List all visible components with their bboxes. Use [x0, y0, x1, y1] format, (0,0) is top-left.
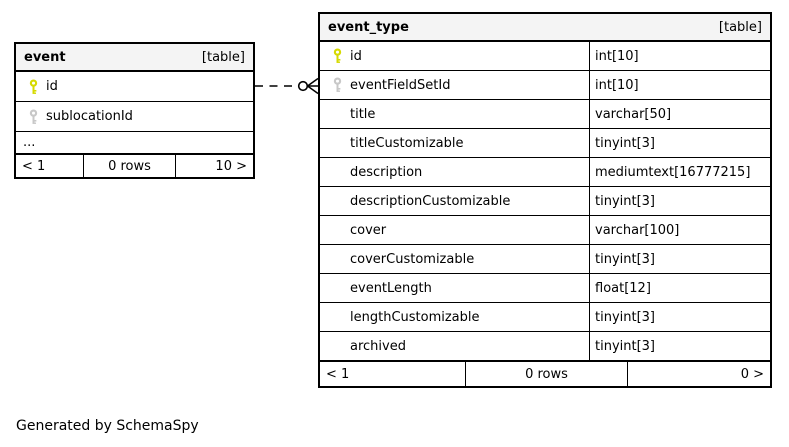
column-name: id	[350, 48, 362, 64]
table-badge: [table]	[718, 19, 762, 35]
column-row-eventFieldSetId[interactable]: eventFieldSetId int[10]	[320, 71, 770, 100]
pager-row-count: 0 rows	[83, 155, 176, 177]
column-name-cell: cover	[320, 216, 590, 244]
column-name-cell: description	[320, 158, 590, 186]
table-title[interactable]: event	[24, 49, 66, 65]
table-event-type-pager: < 1 0 rows 0 >	[320, 360, 770, 386]
pager-prev[interactable]: < 1	[326, 366, 350, 382]
column-name: ...	[23, 135, 36, 150]
foreign-key-icon	[29, 108, 38, 124]
table-event-rows: id sublocationId...	[16, 72, 253, 153]
column-name-cell: titleCustomizable	[320, 129, 590, 157]
column-name: description	[350, 164, 423, 180]
table-event-header[interactable]: event [table]	[16, 44, 253, 72]
column-name: id	[46, 79, 58, 94]
column-name: lengthCustomizable	[350, 309, 480, 325]
key-spacer	[333, 309, 342, 325]
key-spacer	[333, 164, 342, 180]
relationship-connector	[255, 77, 319, 95]
column-name-cell: id	[16, 72, 253, 101]
column-name-cell: id	[320, 42, 590, 70]
column-row-descriptionCustomizable[interactable]: descriptionCustomizable tinyint[3]	[320, 187, 770, 216]
column-row-cover[interactable]: cover varchar[100]	[320, 216, 770, 245]
table-event-pager: < 1 0 rows 10 >	[16, 153, 253, 177]
column-type: float[12]	[595, 280, 651, 296]
key-spacer	[333, 135, 342, 151]
column-name-cell: title	[320, 100, 590, 128]
column-row-eventLength[interactable]: eventLength float[12]	[320, 274, 770, 303]
key-spacer	[333, 106, 342, 122]
column-name-cell: eventLength	[320, 274, 590, 302]
column-name: archived	[350, 338, 406, 354]
zero-cardinality-circle-icon	[297, 80, 309, 92]
column-row-id[interactable]: id	[16, 72, 253, 102]
foreign-key-icon	[333, 77, 342, 92]
more-columns-row[interactable]: ...	[16, 132, 253, 153]
generated-by-caption: Generated by SchemaSpy	[16, 418, 199, 434]
column-type: tinyint[3]	[595, 135, 656, 151]
column-row-title[interactable]: title varchar[50]	[320, 100, 770, 129]
column-row-coverCustomizable[interactable]: coverCustomizable tinyint[3]	[320, 245, 770, 274]
column-row-id[interactable]: id int[10]	[320, 42, 770, 71]
column-name: eventFieldSetId	[350, 77, 451, 93]
column-name: eventLength	[350, 280, 432, 296]
pager-prev[interactable]: < 1	[22, 158, 46, 174]
pager-next[interactable]: 10 >	[215, 158, 247, 174]
table-event-type-header[interactable]: event_type [table]	[320, 14, 770, 42]
column-type: tinyint[3]	[595, 338, 656, 354]
column-row-description[interactable]: description mediumtext[16777215]	[320, 158, 770, 187]
column-name-cell: descriptionCustomizable	[320, 187, 590, 215]
column-name-cell: lengthCustomizable	[320, 303, 590, 331]
column-name: cover	[350, 222, 387, 238]
pager-row-count: 0 rows	[465, 362, 628, 386]
crows-foot-icon	[307, 77, 319, 95]
key-spacer	[333, 338, 342, 354]
table-badge: [table]	[201, 49, 245, 65]
column-type: int[10]	[595, 77, 639, 93]
column-row-lengthCustomizable[interactable]: lengthCustomizable tinyint[3]	[320, 303, 770, 332]
primary-key-icon	[29, 78, 38, 94]
key-spacer	[333, 193, 342, 209]
table-event: event [table] id sublocationId... < 1 0 r…	[14, 42, 255, 179]
column-row-sublocationId[interactable]: sublocationId	[16, 102, 253, 132]
column-name: coverCustomizable	[350, 251, 475, 267]
column-row-titleCustomizable[interactable]: titleCustomizable tinyint[3]	[320, 129, 770, 158]
column-name: titleCustomizable	[350, 135, 464, 151]
column-name: descriptionCustomizable	[350, 193, 511, 209]
table-title[interactable]: event_type	[328, 19, 409, 35]
column-name-cell: coverCustomizable	[320, 245, 590, 273]
primary-key-icon	[333, 48, 342, 63]
column-type: tinyint[3]	[595, 193, 656, 209]
column-type: tinyint[3]	[595, 309, 656, 325]
pager-next[interactable]: 0 >	[740, 366, 764, 382]
column-name-cell: archived	[320, 332, 590, 360]
column-type: int[10]	[595, 48, 639, 64]
column-name: title	[350, 106, 376, 122]
key-spacer	[333, 222, 342, 238]
column-type: varchar[100]	[595, 222, 680, 238]
key-spacer	[333, 280, 342, 296]
column-row-archived[interactable]: archived tinyint[3]	[320, 332, 770, 360]
table-event-type-rows: id int[10] eventFieldSetId int[10] title varc…	[320, 42, 770, 360]
column-name-cell: sublocationId	[16, 102, 253, 131]
column-type: tinyint[3]	[595, 251, 656, 267]
key-spacer	[333, 251, 342, 267]
column-type: varchar[50]	[595, 106, 672, 122]
column-name: sublocationId	[46, 109, 133, 124]
column-name-cell: ...	[16, 132, 253, 153]
column-name-cell: eventFieldSetId	[320, 71, 590, 99]
column-type: mediumtext[16777215]	[595, 164, 751, 180]
